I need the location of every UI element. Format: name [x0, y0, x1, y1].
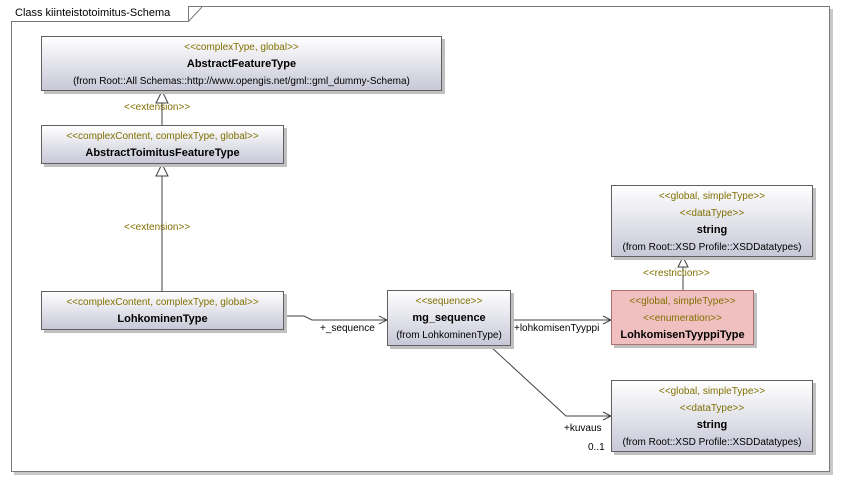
class-name: AbstractToimitusFeatureType: [85, 147, 240, 159]
stereotype-label: <<complexContent, complexType, global>>: [66, 297, 259, 308]
stereotype-label: <<sequence>>: [415, 296, 483, 307]
stereotype-label: <<global, simpleType>>: [658, 386, 766, 397]
stereotype-label: <<global, simpleType>>: [658, 191, 766, 202]
restriction-label: <<restriction>>: [643, 268, 710, 279]
kuvaus-role-label: +kuvaus: [564, 423, 602, 434]
stereotype-label-2: <<dataType>>: [679, 403, 745, 414]
kuvaus-multiplicity-label: 0..1: [588, 442, 605, 453]
class-name: mg_sequence: [412, 312, 486, 324]
package-path: (from Root::All Schemas::http://www.open…: [73, 76, 410, 87]
stereotype-label: <<complexType, global>>: [184, 42, 299, 53]
stereotype-label-2: <<dataType>>: [679, 208, 745, 219]
package-path: (from Root::XSD Profile::XSDDatatypes): [622, 242, 802, 253]
package-path: (from Root::XSD Profile::XSDDatatypes): [622, 437, 802, 448]
frame-title: Class kiinteistotoimitus-Schema: [11, 6, 190, 22]
class-mg-sequence[interactable]: <<sequence>> mg_sequence (from Lohkomine…: [387, 290, 511, 346]
package-path: (from LohkominenType): [396, 330, 502, 341]
class-lohkomisen-tyyppi-type[interactable]: <<global, simpleType>> <<enumeration>> L…: [611, 290, 754, 345]
tyyppi-role-label: +lohkomisenTyyppi: [514, 323, 600, 334]
stereotype-label: <<global, simpleType>>: [629, 296, 736, 307]
sequence-association-line: [284, 315, 387, 321]
class-name: LohkomisenTyyppiType: [620, 329, 745, 341]
sequence-role-label: +_sequence: [320, 323, 375, 334]
class-string-top[interactable]: <<global, simpleType>> <<dataType>> stri…: [611, 185, 813, 257]
class-string-bottom[interactable]: <<global, simpleType>> <<dataType>> stri…: [611, 380, 813, 452]
class-lohkominen-type[interactable]: <<complexContent, complexType, global>> …: [41, 291, 284, 330]
stereotype-label-2: <<enumeration>>: [643, 313, 722, 324]
frame-tab-corner: [188, 6, 202, 22]
stereotype-label: <<complexContent, complexType, global>>: [66, 131, 259, 142]
class-name: string: [696, 419, 728, 431]
generalization-arrowhead-1: [155, 89, 169, 104]
extension-label-2: <<extension>>: [124, 222, 191, 233]
class-abstract-feature-type[interactable]: <<complexType, global>> AbstractFeatureT…: [41, 36, 442, 91]
class-abstract-toimitus-feature-type[interactable]: <<complexContent, complexType, global>> …: [41, 125, 284, 164]
class-name: AbstractFeatureType: [186, 58, 297, 70]
class-name: LohkominenType: [117, 313, 208, 325]
extension-label-1: <<extension>>: [124, 102, 191, 113]
kuvaus-association-line: [489, 345, 611, 417]
restriction-arrowhead: [677, 255, 689, 268]
generalization-arrowhead-2: [155, 162, 169, 177]
class-name: string: [696, 224, 728, 236]
